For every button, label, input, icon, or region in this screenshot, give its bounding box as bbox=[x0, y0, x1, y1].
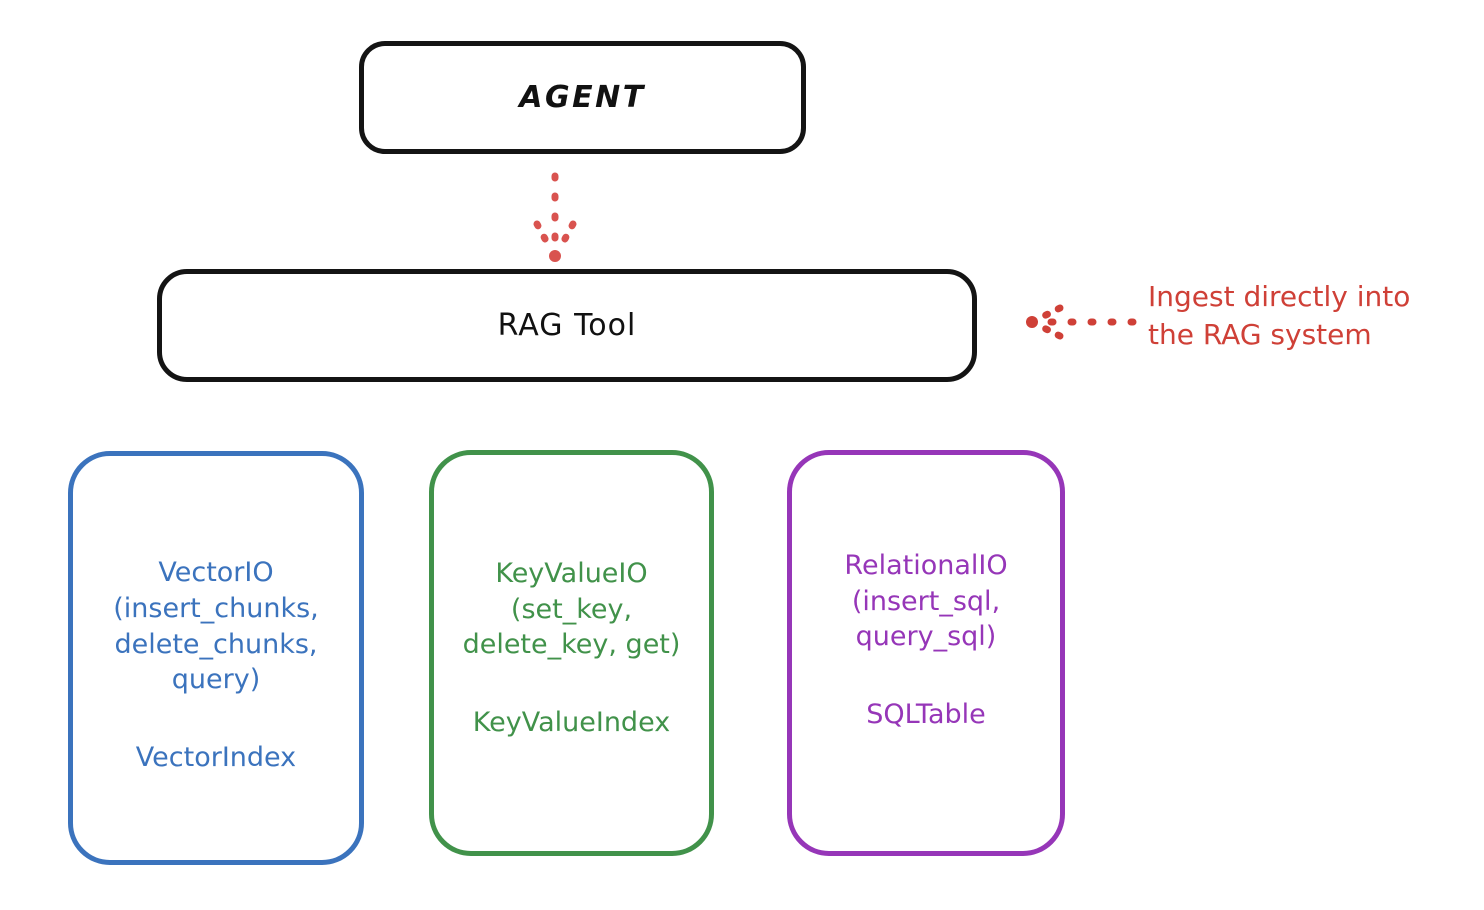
node-vector-io-title: VectorIO (insert_chunks, delete_chunks, … bbox=[113, 556, 319, 696]
node-relational-io-title: RelationalIO (insert_sql, query_sql) bbox=[844, 549, 1008, 653]
annotation-ingest-label: Ingest directly into the RAG system bbox=[1148, 280, 1411, 351]
node-key-value-io[interactable]: KeyValueIO (set_key, delete_key, get) Ke… bbox=[429, 450, 714, 856]
node-agent-label: AGENT bbox=[519, 80, 646, 115]
node-agent[interactable]: AGENT bbox=[359, 41, 806, 154]
node-key-value-io-title: KeyValueIO (set_key, delete_key, get) bbox=[462, 557, 681, 661]
edge-ingest-to-rag-tool-icon bbox=[1026, 304, 1137, 340]
node-relational-io-content: RelationalIO (insert_sql, query_sql) SQL… bbox=[844, 548, 1007, 731]
node-vector-io-content: VectorIO (insert_chunks, delete_chunks, … bbox=[113, 555, 318, 774]
edge-agent-to-rag-tool-icon bbox=[533, 172, 577, 262]
node-relational-io[interactable]: RelationalIO (insert_sql, query_sql) SQL… bbox=[787, 450, 1065, 856]
node-key-value-io-subtitle: KeyValueIndex bbox=[472, 707, 671, 739]
node-rag-tool[interactable]: RAG Tool bbox=[157, 269, 977, 382]
node-rag-tool-label: RAG Tool bbox=[497, 308, 637, 343]
node-key-value-io-content: KeyValueIO (set_key, delete_key, get) Ke… bbox=[463, 556, 681, 739]
node-vector-io[interactable]: VectorIO (insert_chunks, delete_chunks, … bbox=[68, 451, 364, 865]
node-relational-io-subtitle: SQLTable bbox=[866, 699, 986, 731]
node-vector-io-subtitle: VectorIndex bbox=[135, 742, 297, 774]
